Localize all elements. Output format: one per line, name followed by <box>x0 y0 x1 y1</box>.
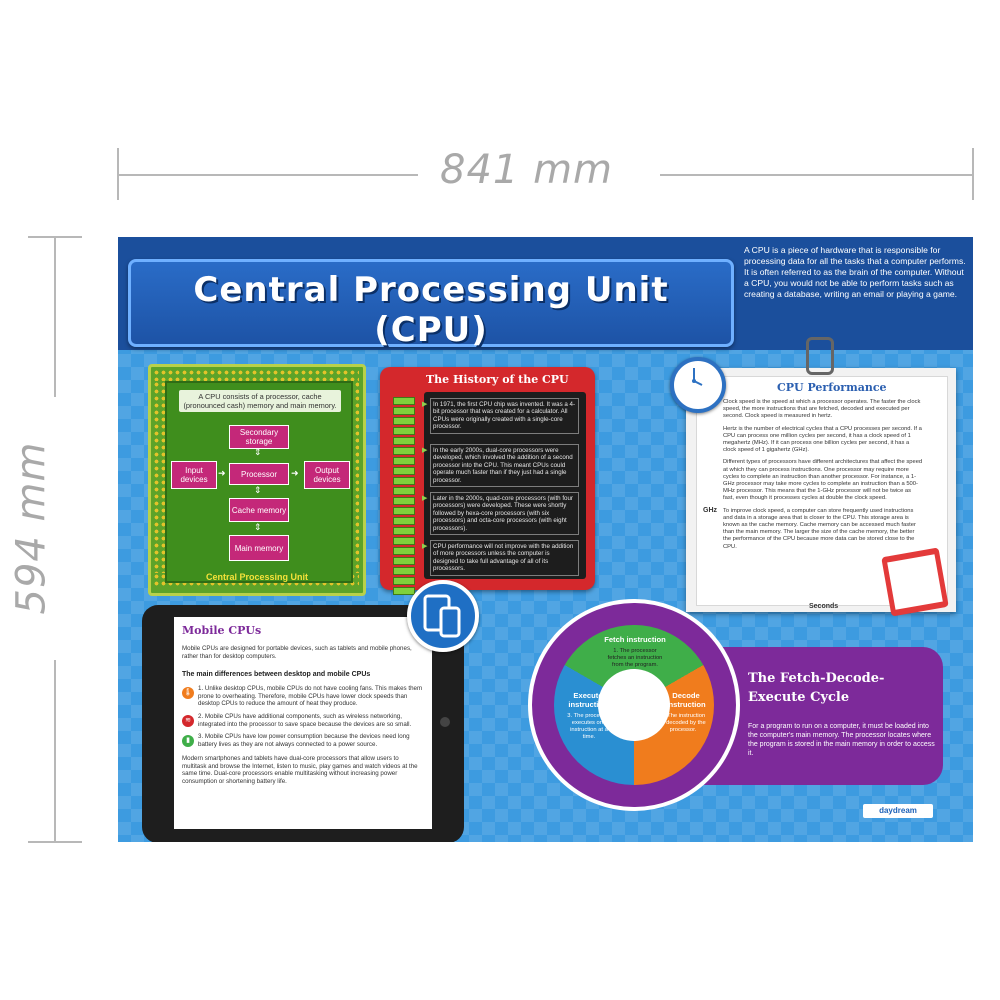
width-dimension-line-left <box>118 174 418 176</box>
arrow-processor-output: ➜ <box>291 468 299 478</box>
daydream-logo: daydream <box>863 804 933 818</box>
history-item-later-2000s: ▶ Later in the 2000s, quad-core processor… <box>422 492 579 536</box>
fde-cycle-diagram: Fetch instruction 1. The processor fetch… <box>528 599 740 811</box>
tablet-screen: Mobile CPUs Mobile CPUs are designed for… <box>174 617 432 829</box>
history-title: The History of the CPU <box>426 373 569 386</box>
history-item-1971: ▶ In 1971, the first CPU chip was invente… <box>422 398 579 434</box>
devices-icon <box>407 580 479 652</box>
arrow-secondary-processor: ⇕ <box>254 447 262 457</box>
progress-meter-icon <box>393 397 415 597</box>
chip-pins-left <box>153 381 165 573</box>
fde-text: For a program to run on a computer, it m… <box>748 723 935 757</box>
wifi-icon: ≋ <box>182 715 194 727</box>
arrow-processor-cache: ⇕ <box>254 485 262 495</box>
height-dimension-tick-top <box>28 236 82 238</box>
fde-ring-center <box>598 669 670 741</box>
tablet-device: Mobile CPUs Mobile CPUs are designed for… <box>142 605 464 842</box>
temperature-icon: 🌡 <box>182 687 194 699</box>
arrow-cache-main: ⇕ <box>254 522 262 532</box>
chip-caption: Central Processing Unit <box>205 572 309 582</box>
performance-paragraph-architecture: Different types of processors have diffe… <box>723 459 923 502</box>
mobile-outro: Modern smartphones and tablets have dual… <box>182 755 418 785</box>
output-devices-box: Output devices <box>304 461 350 489</box>
mobile-subtitle: The main differences between desktop and… <box>182 671 371 678</box>
intro-text: A CPU is a piece of hardware that is res… <box>744 245 966 299</box>
seconds-axis-label: Seconds <box>809 603 839 610</box>
height-dimension-line-bottom <box>54 660 56 842</box>
decode-title: Decode instruction <box>666 691 706 709</box>
mobile-title: Mobile CPUs <box>182 624 262 637</box>
arrow-icon: ▶ <box>422 543 428 550</box>
width-dimension-tick-right <box>972 148 974 200</box>
title-box: Central Processing Unit (CPU) <box>128 259 734 350</box>
performance-paragraph-hertz: Hertz is the number of electrical cycles… <box>723 425 922 454</box>
mobile-intro: Mobile CPUs are designed for portable de… <box>182 645 412 660</box>
height-dimension-label: 594 mm <box>8 441 55 615</box>
main-memory-box: Main memory <box>229 535 289 561</box>
history-item-performance: ▶ CPU performance will not improve with t… <box>422 540 579 576</box>
chip-core: A CPU consists of a processor, cache (pr… <box>165 381 353 583</box>
chip-pins-top <box>153 369 359 381</box>
mobile-point-1: 1. Unlike desktop CPUs, mobile CPUs do n… <box>198 685 423 708</box>
height-dimension-tick-bottom <box>28 841 82 843</box>
title-banner: Central Processing Unit (CPU) A CPU is a… <box>118 237 973 350</box>
performance-text: Clock speed is the speed at which a proc… <box>723 399 923 556</box>
arrow-icon: ▶ <box>422 447 428 454</box>
secondary-storage-box: Secondary storage <box>229 425 289 449</box>
binder-clip-icon <box>806 337 834 375</box>
performance-paragraph-cache: To improve clock speed, a computer can s… <box>723 507 916 550</box>
arrow-icon: ▶ <box>422 495 428 502</box>
fetch-text: 1. The processor fetches an instruction … <box>607 648 663 668</box>
history-item-early-2000s: ▶ In the early 2000s, dual-core processor… <box>422 444 579 488</box>
arrow-icon: ▶ <box>422 401 428 408</box>
ghz-axis-label: GHz <box>703 507 717 514</box>
fde-ring <box>554 625 714 785</box>
performance-sheet: CPU Performance Clock speed is the speed… <box>696 376 948 610</box>
chip-note: A CPU consists of a processor, cache (pr… <box>179 390 341 412</box>
history-item-text: In 1971, the first CPU chip was invented… <box>433 401 576 431</box>
tablet-home-button <box>440 717 450 727</box>
clipboard-chart-icon <box>881 547 949 617</box>
arrow-input-processor: ➜ <box>218 468 226 478</box>
input-devices-box: Input devices <box>171 461 217 489</box>
width-dimension-tick-left <box>117 148 119 200</box>
poster-title: Central Processing Unit (CPU) <box>193 270 669 350</box>
history-screen: ▶ In 1971, the first CPU chip was invente… <box>422 392 586 579</box>
height-dimension-line-top <box>54 237 56 397</box>
history-item-text: In the early 2000s, dual-core processors… <box>433 447 573 484</box>
mobile-point-2: 2. Mobile CPUs have additional component… <box>198 713 412 728</box>
cache-memory-box: Cache memory <box>229 498 289 522</box>
performance-title: CPU Performance <box>777 381 887 394</box>
stopwatch-icon <box>670 357 726 413</box>
execute-title: Execute instruction <box>568 691 608 709</box>
execute-text: 3. The processor executes one instructio… <box>567 713 611 740</box>
fetch-title: Fetch instruction <box>604 635 666 644</box>
history-item-text: Later in the 2000s, quad-core processors… <box>433 495 573 532</box>
cpu-poster: Central Processing Unit (CPU) A CPU is a… <box>118 237 973 842</box>
battery-icon: ▮ <box>182 735 194 747</box>
width-dimension-label: 841 mm <box>440 147 613 193</box>
performance-paragraph-clock-speed: Clock speed is the speed at which a proc… <box>723 399 921 420</box>
mobile-point-3: 3. Mobile CPUs have low power consumptio… <box>198 733 410 748</box>
processor-box: Processor <box>229 463 289 485</box>
cpu-chip-diagram: A CPU consists of a processor, cache (pr… <box>148 364 366 596</box>
history-item-text: CPU performance will not improve with th… <box>433 543 574 573</box>
history-panel: The History of the CPU ▶ In 1971, the fir… <box>380 367 595 595</box>
fde-title: The Fetch-Decode-Execute Cycle <box>748 671 885 705</box>
width-dimension-line-right <box>660 174 973 176</box>
decode-text: 2. The instruction is decoded by the pro… <box>660 713 706 733</box>
